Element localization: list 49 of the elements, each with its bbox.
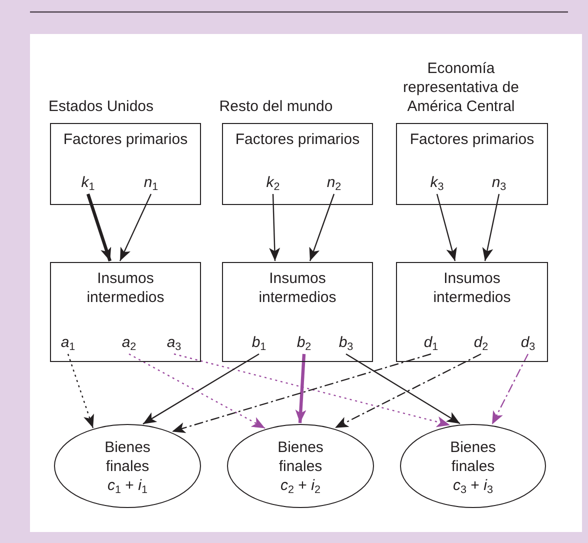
variable-label: k$_{3}$ [430,174,444,192]
variable-label: b$_{2}$ [296,334,312,352]
formula-text: c$_{1}$ + i$_{1}$ [108,476,148,494]
box-title: Insumos intermedios [86,269,166,307]
process-box [222,123,373,205]
arrow [482,194,500,262]
arrow [119,194,152,262]
variable-label: b$_{3}$ [338,334,354,352]
variable-label: n$_{2}$ [326,174,342,192]
variable-label: d$_{2}$ [474,334,488,352]
process-box [396,123,548,205]
box-title: Factores primarios [62,130,189,149]
column-heading: Estados Unidos [47,97,155,116]
variable-label: a$_{3}$ [166,334,182,352]
arrow [491,354,529,425]
column-heading: Economía representativa de América Central [402,59,520,116]
process-box [396,262,548,362]
formula-text: c$_{2}$ + i$_{2}$ [280,476,320,494]
box-title: Factores primarios [234,130,361,149]
box-title: Insumos intermedios [432,269,512,307]
process-box [50,123,201,205]
variable-label: k$_{1}$ [81,174,95,192]
ellipse-node [54,424,201,508]
ellipse-node [227,424,374,508]
arrow [86,194,112,262]
arrow [334,353,482,428]
arrow [142,353,260,424]
variable-label: n$_{1}$ [144,174,158,192]
arrow [309,194,335,262]
ellipse-node [400,424,546,508]
variable-label: a$_{1}$ [60,334,76,352]
variable-label: d$_{3}$ [520,334,536,352]
arrow [295,354,306,424]
arrow [269,194,280,262]
arrow [128,353,266,429]
variable-label: b$_{1}$ [252,334,266,352]
variable-label: k$_{2}$ [266,174,280,192]
process-box [50,262,201,362]
arrow [436,194,457,262]
variable-label: d$_{1}$ [424,334,438,352]
variable-label: n$_{3}$ [492,174,506,192]
column-heading: Resto del mundo [218,97,334,116]
arrow [67,354,94,428]
arrow [346,353,460,424]
box-title: Insumos intermedios [258,269,338,307]
variable-label: a$_{2}$ [122,334,136,352]
box-title: Factores primarios [408,130,536,149]
process-box [222,262,373,362]
formula-text: c$_{3}$ + i$_{3}$ [453,476,493,494]
